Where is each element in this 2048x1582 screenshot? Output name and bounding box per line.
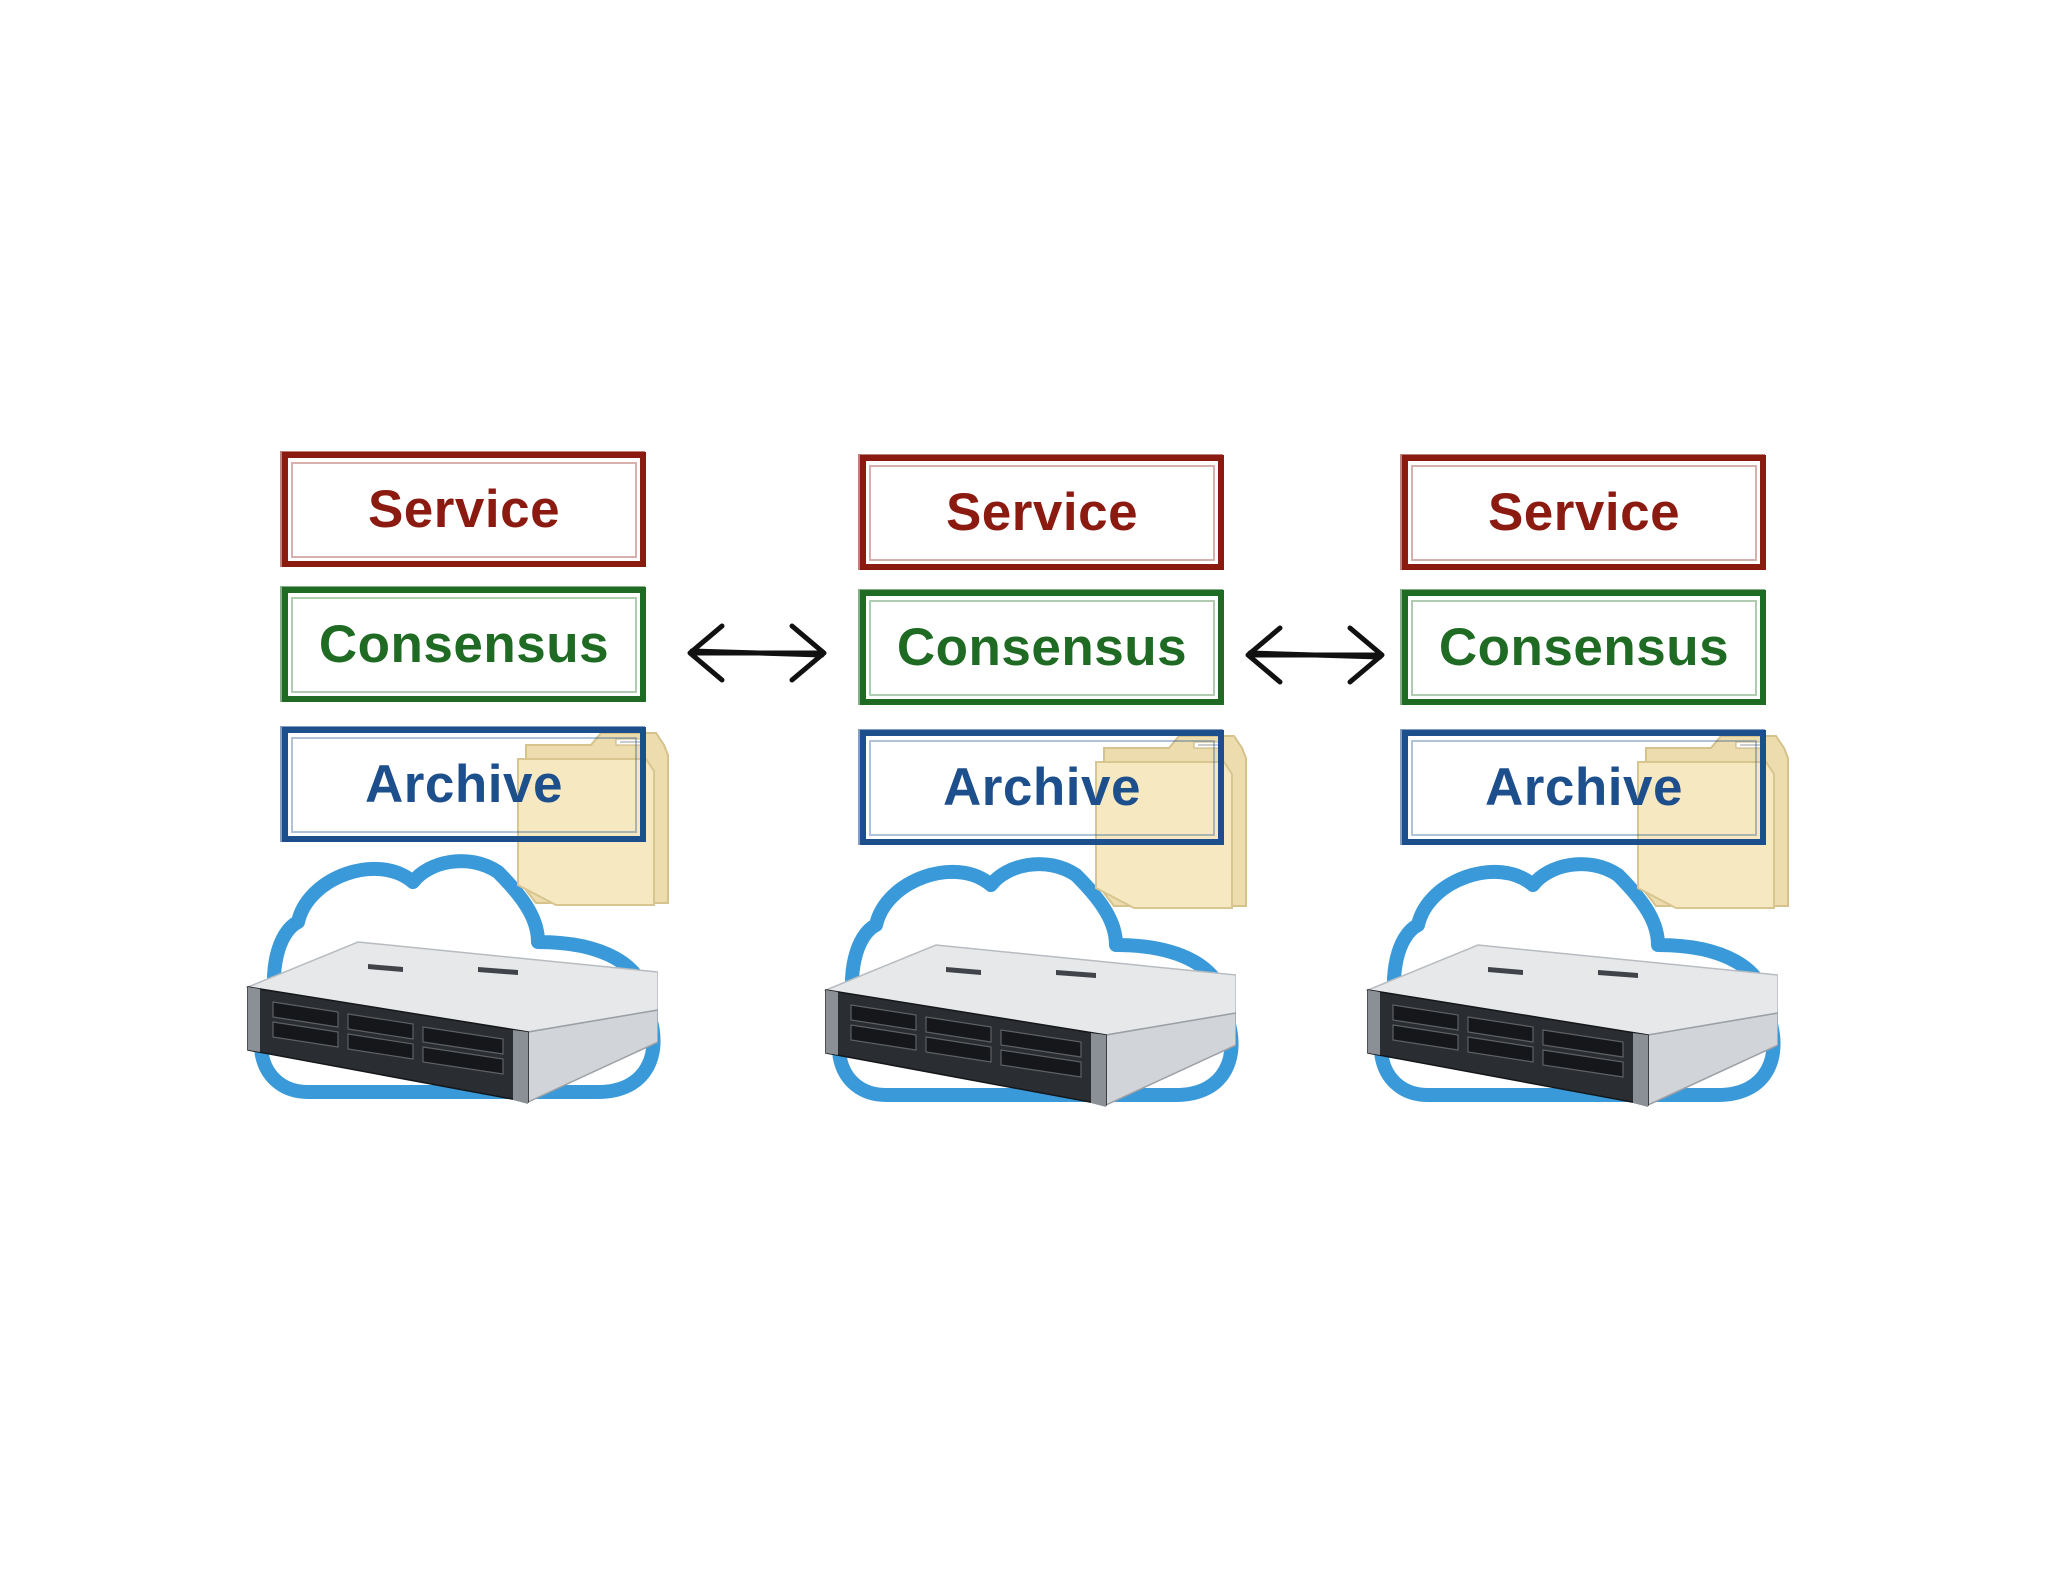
node-2: Service Consensus Archive	[823, 454, 1296, 1175]
consensus-layer-box: Consensus	[858, 589, 1224, 705]
rack-server-icon	[823, 944, 1236, 1107]
node-3: Service Consensus Archive	[1365, 454, 1838, 1175]
consensus-layer-box: Consensus	[1400, 589, 1766, 705]
archive-layer-box: Archive	[1400, 729, 1766, 845]
service-layer-box: Service	[280, 451, 646, 567]
archive-layer-box: Archive	[858, 729, 1224, 845]
archive-label: Archive	[365, 755, 563, 814]
archive-layer-box: Archive	[280, 726, 646, 842]
service-layer-box: Service	[858, 454, 1224, 570]
rack-server-icon	[245, 941, 658, 1104]
double-arrow-icon	[1245, 625, 1385, 685]
folder-icon	[517, 732, 669, 906]
node-1: Service Consensus Archive	[245, 451, 718, 1172]
consensus-label: Consensus	[896, 618, 1188, 677]
archive-label: Archive	[1485, 758, 1683, 817]
service-label: Service	[367, 480, 561, 539]
rack-server-icon	[1365, 944, 1778, 1107]
consensus-label: Consensus	[318, 615, 610, 674]
consensus-layer-box: Consensus	[280, 586, 646, 702]
service-layer-box: Service	[1400, 454, 1766, 570]
service-label: Service	[945, 483, 1139, 542]
consensus-label: Consensus	[1438, 618, 1730, 677]
archive-label: Archive	[943, 758, 1141, 817]
service-label: Service	[1487, 483, 1681, 542]
double-arrow-icon	[687, 623, 827, 683]
